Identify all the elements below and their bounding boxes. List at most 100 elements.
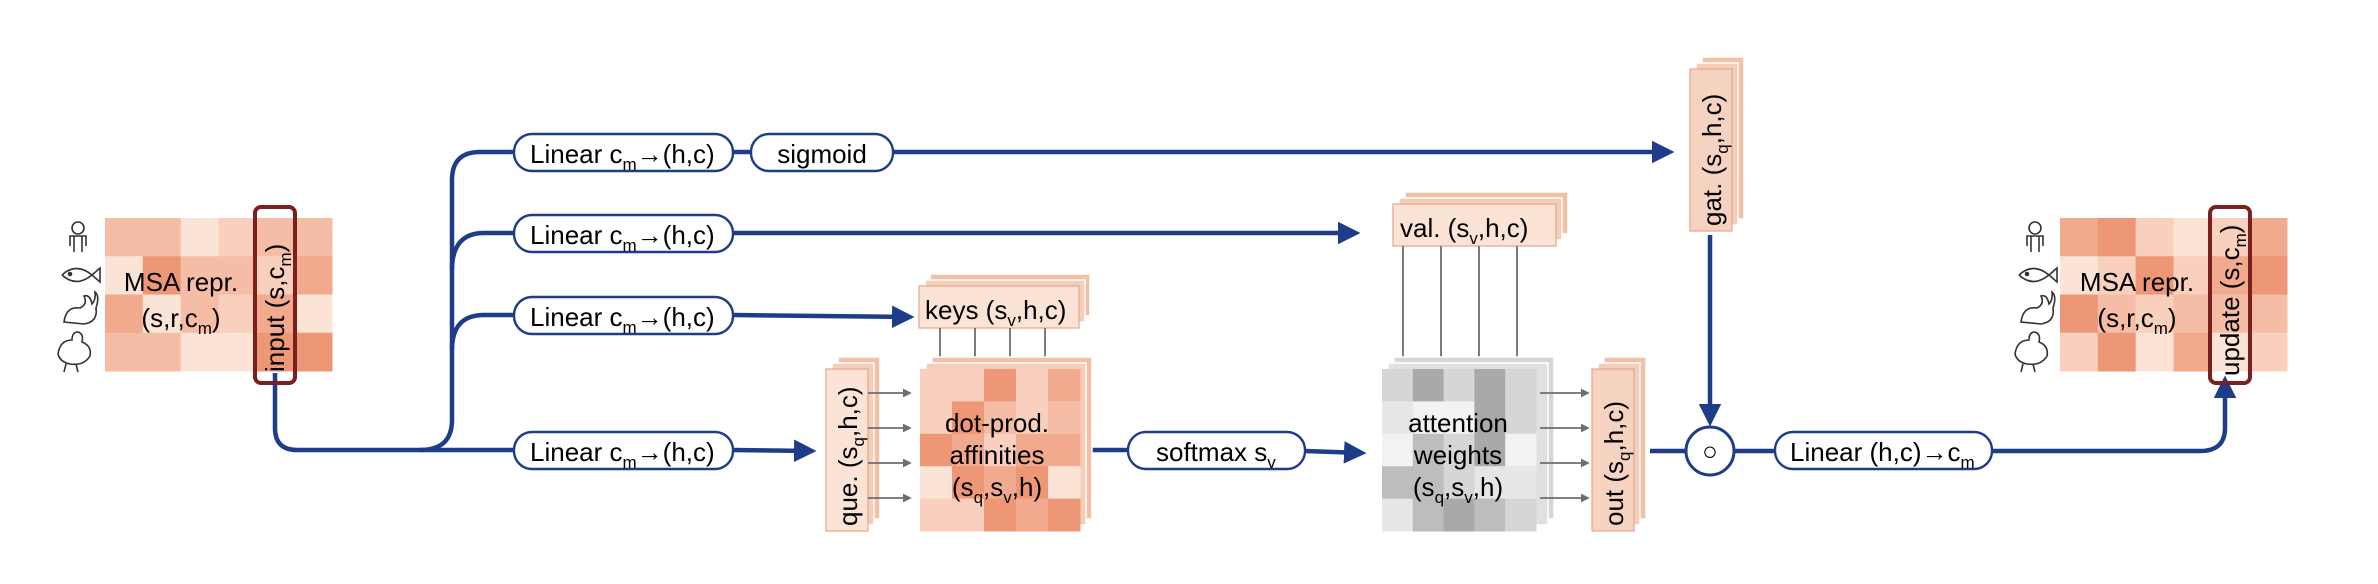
heatmap-cell bbox=[1048, 466, 1081, 500]
heatmap-cell bbox=[2249, 332, 2288, 372]
attention-to-out-arrows bbox=[1540, 388, 1590, 503]
linear-query-label: Linear cm→(h,c) bbox=[530, 437, 715, 472]
heatmap-cell bbox=[1474, 401, 1506, 435]
linear-key-label: Linear cm→(h,c) bbox=[530, 302, 715, 337]
heatmap-cell bbox=[2060, 218, 2099, 257]
heatmap-cell bbox=[1474, 369, 1506, 402]
chicken-icon bbox=[57, 331, 92, 373]
linear-gate-label: Linear cm→(h,c) bbox=[530, 139, 715, 174]
queries-label: que. (sq,h,c) bbox=[833, 386, 868, 526]
heatmap-cell bbox=[218, 294, 257, 334]
heatmap-cell bbox=[2060, 256, 2099, 295]
heatmap-cell bbox=[920, 498, 953, 532]
heatmap-cell bbox=[1048, 498, 1081, 532]
update-column-label: update (s,cm) bbox=[2215, 225, 2250, 376]
heatmap-cell bbox=[2249, 218, 2288, 257]
affinities-stack: dot-prod. affinities (sq,sv,h) bbox=[920, 356, 1093, 532]
heatmap-cell bbox=[1382, 466, 1414, 500]
input-column-label: input (s,cm) bbox=[260, 244, 295, 372]
heatmap-cell bbox=[1505, 433, 1537, 467]
heatmap-cell bbox=[2097, 256, 2137, 295]
heatmap-cell bbox=[180, 256, 219, 295]
heatmap-cell bbox=[1412, 498, 1445, 532]
msa-input-shape: (s,r,cm) bbox=[141, 303, 220, 338]
sigmoid-label: sigmoid bbox=[777, 139, 867, 169]
heatmap-cell bbox=[984, 369, 1017, 402]
linear-gate-box: Linear cm→(h,c) bbox=[512, 132, 735, 174]
value-to-attention-arrows bbox=[1398, 246, 1522, 367]
attention-weights-stack: attention weights (sq,sv,h) bbox=[1382, 356, 1555, 532]
heatmap-cell bbox=[2211, 218, 2250, 257]
heatmap-cell bbox=[2135, 332, 2174, 372]
heatmap-cell bbox=[1412, 433, 1445, 467]
heatmap-cell bbox=[2211, 294, 2250, 334]
heatmap-cell bbox=[2060, 294, 2099, 334]
heatmap-cell bbox=[1474, 433, 1506, 467]
heatmap-cell bbox=[1382, 498, 1414, 532]
softmax-label: softmax sv bbox=[1156, 437, 1276, 472]
sigmoid-box: sigmoid bbox=[749, 132, 895, 173]
attention-heatmap bbox=[1382, 356, 1555, 532]
heatmap-cell bbox=[952, 466, 985, 500]
heatmap-cell bbox=[105, 218, 144, 257]
softmax-box: softmax sv bbox=[1126, 430, 1307, 472]
heatmap-cell bbox=[1505, 401, 1537, 435]
heatmap-cell bbox=[984, 401, 1017, 435]
heatmap-cell bbox=[1412, 466, 1445, 500]
heatmap-cell bbox=[2211, 332, 2250, 372]
heatmap-cell bbox=[1382, 433, 1414, 467]
fish-icon bbox=[2018, 266, 2058, 284]
heatmap-cell bbox=[142, 218, 182, 257]
heatmap-cell bbox=[1412, 369, 1445, 402]
msa-output-representation: MSA repr. (s,r,cm) update (s,cm) bbox=[2060, 205, 2288, 385]
msa-output-shape: (s,r,cm) bbox=[2097, 303, 2176, 338]
heatmap-cell bbox=[180, 218, 219, 257]
msa-output-title: MSA repr. bbox=[2080, 267, 2194, 297]
elementwise-symbol: ○ bbox=[1702, 436, 1718, 466]
fish-icon bbox=[61, 266, 101, 284]
heatmap-cell bbox=[952, 401, 985, 435]
heatmap-cell bbox=[1443, 498, 1475, 532]
heatmap-cell bbox=[1474, 466, 1506, 500]
heatmap-cell bbox=[1016, 369, 1049, 402]
heatmap-cell bbox=[180, 294, 219, 334]
heatmap-cell bbox=[2173, 294, 2212, 334]
heatmap-cell bbox=[294, 294, 333, 334]
final-linear-box: Linear (h,c)→cm bbox=[1773, 430, 1994, 472]
gate-stack: gat. (sq,h,c) bbox=[1689, 56, 1745, 232]
heatmap-cell bbox=[105, 332, 144, 372]
heatmap-cell bbox=[984, 433, 1017, 467]
heatmap-cell bbox=[2097, 294, 2137, 334]
heatmap-cell bbox=[952, 498, 985, 532]
heatmap-cell bbox=[1505, 466, 1537, 500]
values-stack: val. (sv,h,c) bbox=[1392, 191, 1569, 248]
heatmap-cell bbox=[2135, 256, 2174, 295]
affinities-shape: (sq,sv,h) bbox=[952, 472, 1042, 507]
heatmap-cell bbox=[256, 294, 295, 334]
heatmap-cell bbox=[2097, 218, 2137, 257]
msa-input-representation: MSA repr. (s,r,cm) input (s,cm) bbox=[105, 205, 333, 385]
linear-query-box: Linear cm→(h,c) bbox=[512, 430, 735, 472]
heatmap-cell bbox=[218, 218, 257, 257]
species-icons-right bbox=[2014, 221, 2058, 373]
heatmap-cell bbox=[1016, 401, 1049, 435]
update-column-highlight bbox=[2208, 205, 2252, 385]
heatmap-cell bbox=[105, 294, 144, 334]
heatmap-cell bbox=[2173, 218, 2212, 257]
heatmap-cell bbox=[1048, 369, 1081, 402]
final-linear-label: Linear (h,c)→cm bbox=[1790, 437, 1975, 472]
heatmap-cell bbox=[2135, 294, 2174, 334]
heatmap-cell bbox=[180, 332, 219, 372]
person-icon bbox=[2026, 221, 2044, 252]
heatmap-cell bbox=[1382, 401, 1414, 435]
heatmap-cell bbox=[2173, 332, 2212, 372]
heatmap-cell bbox=[1443, 369, 1475, 402]
gate-label: gat. (sq,h,c) bbox=[1697, 94, 1732, 226]
heatmap-cell bbox=[256, 256, 295, 295]
heatmap-cell bbox=[2097, 332, 2137, 372]
affinities-heatmap bbox=[920, 356, 1093, 532]
heatmap-cell bbox=[920, 466, 953, 500]
heatmap-cell bbox=[1443, 466, 1475, 500]
person-icon bbox=[69, 221, 87, 252]
